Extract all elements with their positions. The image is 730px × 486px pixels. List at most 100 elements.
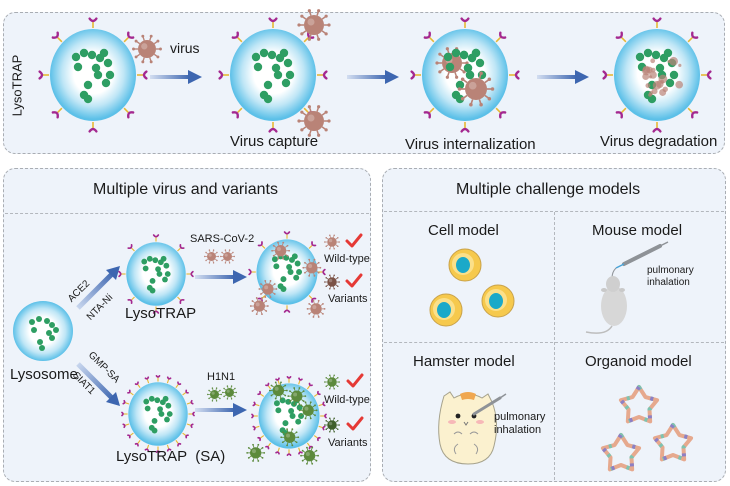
cargo-dot — [284, 59, 292, 67]
receptor-icon — [177, 245, 183, 251]
receptor-icon — [253, 426, 259, 429]
virus-icon — [324, 234, 340, 249]
result-label-wild-type: Wild-type — [324, 394, 370, 406]
receptor-icon — [128, 433, 133, 438]
receptor-icon — [156, 376, 159, 382]
cargo-dot — [670, 71, 678, 79]
cargo-dot — [264, 95, 272, 103]
cargo-dot — [644, 49, 652, 57]
mouse-annotation-line2: inhalation — [647, 277, 690, 288]
cargo-dot — [143, 266, 149, 272]
virus-fragment — [675, 81, 683, 89]
cargo-dot — [295, 261, 301, 267]
receptor-icon — [154, 235, 159, 241]
receptor-icon — [309, 242, 315, 248]
receptor-icon — [90, 122, 97, 131]
bound-virus-icon — [250, 297, 269, 315]
sars-cov-2-virus-icon — [219, 248, 236, 265]
cargo-dot — [452, 49, 460, 57]
receptor-icon — [53, 108, 62, 117]
cargo-dot — [163, 263, 169, 269]
cargo-dot — [46, 330, 52, 336]
left-panel-title-divider — [5, 213, 369, 214]
arrow-icon — [195, 403, 247, 417]
hamster-annotation-line1: pulmonary — [494, 411, 545, 423]
receptor-icon — [266, 443, 271, 449]
hamster-annotation-line2: inhalation — [494, 424, 541, 436]
step-label-virus-degradation: Virus degradation — [600, 133, 717, 150]
cargo-dot — [152, 418, 158, 424]
check-mark — [348, 375, 362, 386]
receptor-icon — [253, 402, 259, 405]
receptor-icon — [128, 390, 133, 395]
receptor-icon — [317, 72, 326, 79]
receptor-icon — [259, 242, 265, 248]
cargo-dot — [274, 400, 280, 406]
receptor-icon — [309, 296, 315, 302]
cargo-dot — [106, 71, 114, 79]
cargo-dot — [100, 49, 108, 57]
cell-nucleus — [437, 302, 451, 318]
receptor-icon — [654, 122, 661, 131]
receptor-icon — [270, 122, 277, 131]
cargo-dot — [152, 257, 158, 263]
h1n1-wild-type-virus-icon — [323, 373, 341, 391]
check-mark — [347, 275, 361, 286]
cargo-dot — [162, 277, 168, 283]
cargo-dot — [167, 411, 173, 417]
result-label-variants: Variants — [328, 437, 368, 449]
lysosome-particle — [12, 300, 74, 362]
hamster-icon — [439, 392, 497, 464]
arrow-shaft — [150, 75, 190, 79]
bound-virus-icon — [307, 300, 326, 318]
check-icon — [345, 233, 363, 249]
receptor-icon — [183, 390, 188, 395]
receptor-icon — [176, 440, 181, 445]
cell-nucleus — [489, 293, 503, 309]
receptor-icon — [249, 270, 256, 275]
step-label-virus-internalization: Virus internalization — [405, 136, 536, 153]
cargo-dot — [652, 51, 660, 59]
cargo-dot — [163, 396, 169, 402]
arrow-shaft — [537, 75, 577, 79]
virus-fragment — [656, 80, 664, 88]
cargo-dot — [147, 256, 153, 262]
cargo-dot — [288, 269, 294, 275]
cargo-dot — [152, 428, 158, 434]
check-icon — [346, 416, 364, 432]
cargo-dot — [264, 81, 272, 89]
receptor-icon — [287, 377, 290, 383]
cargo-dot — [280, 276, 286, 282]
arrow-head — [575, 70, 589, 84]
cargo-dot — [94, 71, 102, 79]
sars-cov-2-variant-virus-icon — [323, 273, 341, 291]
receptor-icon — [462, 19, 469, 28]
virus-icon — [207, 387, 222, 401]
receptor-icon — [425, 108, 434, 117]
receptor-icon — [136, 440, 141, 445]
cargo-dot — [31, 327, 37, 333]
receptor-icon — [233, 33, 242, 42]
result-label-variants: Variants — [328, 293, 368, 305]
cargo-dot — [274, 71, 282, 79]
receptor-icon — [177, 297, 183, 303]
arrow-head — [233, 403, 247, 417]
mouse-with-syringe-illustration — [598, 240, 678, 336]
cargo-dot — [80, 49, 88, 57]
receptor-icon — [270, 19, 277, 28]
lysotrap-membrane — [50, 29, 136, 121]
organoid-icon — [598, 433, 644, 473]
receptor-icon — [276, 448, 279, 454]
cargo-dot — [164, 417, 170, 423]
lysotrap-particle-4-virus-degradation — [602, 15, 712, 135]
arrow-head — [188, 70, 202, 84]
receptor-icon — [188, 412, 194, 415]
sars-cov-2-virus-icon — [203, 248, 220, 265]
cargo-dot — [636, 53, 644, 61]
arrow-icon — [537, 70, 589, 84]
receptor-icon — [617, 108, 626, 117]
receptor-icon — [462, 122, 469, 131]
receptor-icon — [276, 378, 279, 384]
virus-label: virus — [170, 40, 200, 56]
right-panel-row-divider — [384, 342, 724, 343]
